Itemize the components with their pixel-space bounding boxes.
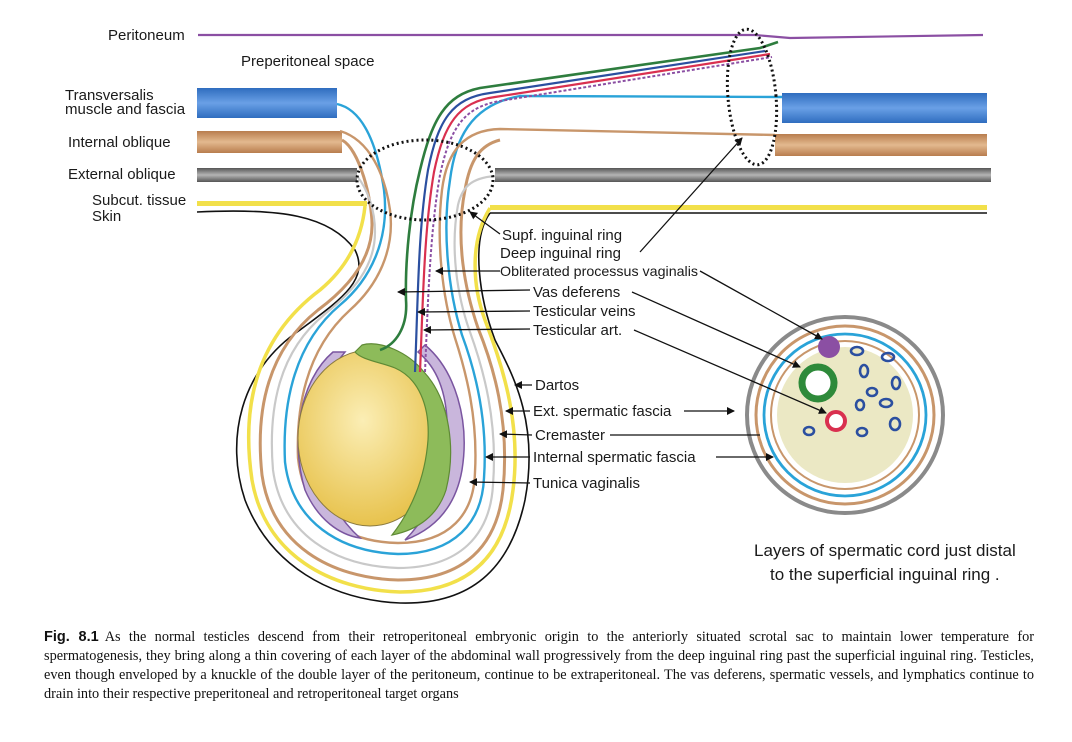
label-testicular-veins: Testicular veins [533,303,636,320]
arrow-deep-ring [639,137,743,253]
cross-artery [825,410,847,432]
label-cremaster: Cremaster [535,427,605,444]
skin-outline [196,210,530,604]
ext-spermatic-ring [258,138,507,582]
internal-oblique-band-left [197,131,342,153]
arrow-veins [417,307,531,316]
internal-oblique-band-right [775,134,987,156]
supf-ring-outline [355,138,495,222]
cross-processus [818,336,840,358]
figure-caption-text: As the normal testicles descend from the… [44,629,1034,702]
label-peritoneum: Peritoneum [108,27,185,44]
scrotal-layers [196,94,783,604]
processus-line [424,56,773,373]
vein-6 [854,398,866,412]
label-external-oblique: External oblique [68,166,176,183]
cord-note-line-2: to the superficial inguinal ring . [770,565,1000,584]
vein-3 [858,363,870,379]
abdominal-wall-layers [197,33,991,214]
arrow-supf-ring [469,211,501,235]
transversalis-band-right [782,93,987,123]
label-internal-oblique: Internal oblique [68,134,171,151]
label-internal-spermatic-fascia: Internal spermatic fascia [533,449,696,466]
label-transversalis-1: Transversalis [65,87,154,104]
label-dartos: Dartos [535,377,579,394]
vein-1 [849,345,865,357]
vas-deferens-line [379,40,779,352]
ext-oblique-ring [270,174,496,570]
subcut-band-left [197,201,367,206]
arrow-art-left [423,325,531,334]
figure-label: Fig. 8.1 [44,629,99,645]
spermatic-cord-diagram: Peritoneum Preperitoneal space Transvers… [65,27,1016,604]
external-oblique-band-left [197,168,357,182]
label-obliterated-processus: Obliterated processus vaginalis [500,263,698,279]
label-ext-spermatic-fascia: Ext. spermatic fascia [533,403,672,420]
cord-cross-section [745,315,945,515]
vein-5 [865,386,879,398]
tunica-right [404,343,465,541]
label-transversalis-2: muscle and fascia [65,101,186,118]
cord-note-line-1: Layers of spermatic cord just distal [754,541,1016,560]
label-skin: Skin [92,208,121,225]
cross-vas [798,363,838,403]
epididymis [354,343,452,536]
subcut-band-right [490,205,987,210]
deep-ring-outline [725,27,779,167]
arrow-tunica [469,478,531,487]
label-preperitoneal-space: Preperitoneal space [241,53,374,70]
label-deep-inguinal-ring: Deep inguinal ring [500,245,621,262]
label-tunica-vaginalis: Tunica vaginalis [533,475,640,492]
label-testicular-art: Testicular art. [533,322,622,339]
arrow-vas-right [631,291,801,368]
transversalis-band-left [197,88,337,118]
arrow-vas-left [397,287,531,296]
vein-4 [890,375,902,391]
subcut-ring [246,205,517,594]
cross-veins [802,345,902,438]
external-oblique-band-right [495,168,991,182]
cord-blue [762,332,928,498]
cremaster-ring [296,127,776,545]
internal-spermatic-ring [283,94,783,556]
vein-10 [888,416,902,432]
label-supf-inguinal-ring: Supf. inguinal ring [502,227,622,244]
leader-lines [397,137,827,487]
peritoneum-line [198,33,984,40]
label-subcut-tissue: Subcut. tissue [92,192,186,209]
vein-2 [880,351,896,363]
cord-brown [754,324,936,506]
vein-9 [855,426,869,438]
vein-7 [878,397,894,409]
arrow-cremaster-left [499,430,533,439]
cord-outer-grey [745,315,945,515]
label-vas-deferens: Vas deferens [533,284,620,301]
labels: Peritoneum Preperitoneal space Transvers… [65,27,1016,584]
arrow-processus-right [699,270,823,340]
vein-8 [802,425,816,437]
cord-brown-inner [770,340,920,490]
arrow-art-right [633,329,827,414]
